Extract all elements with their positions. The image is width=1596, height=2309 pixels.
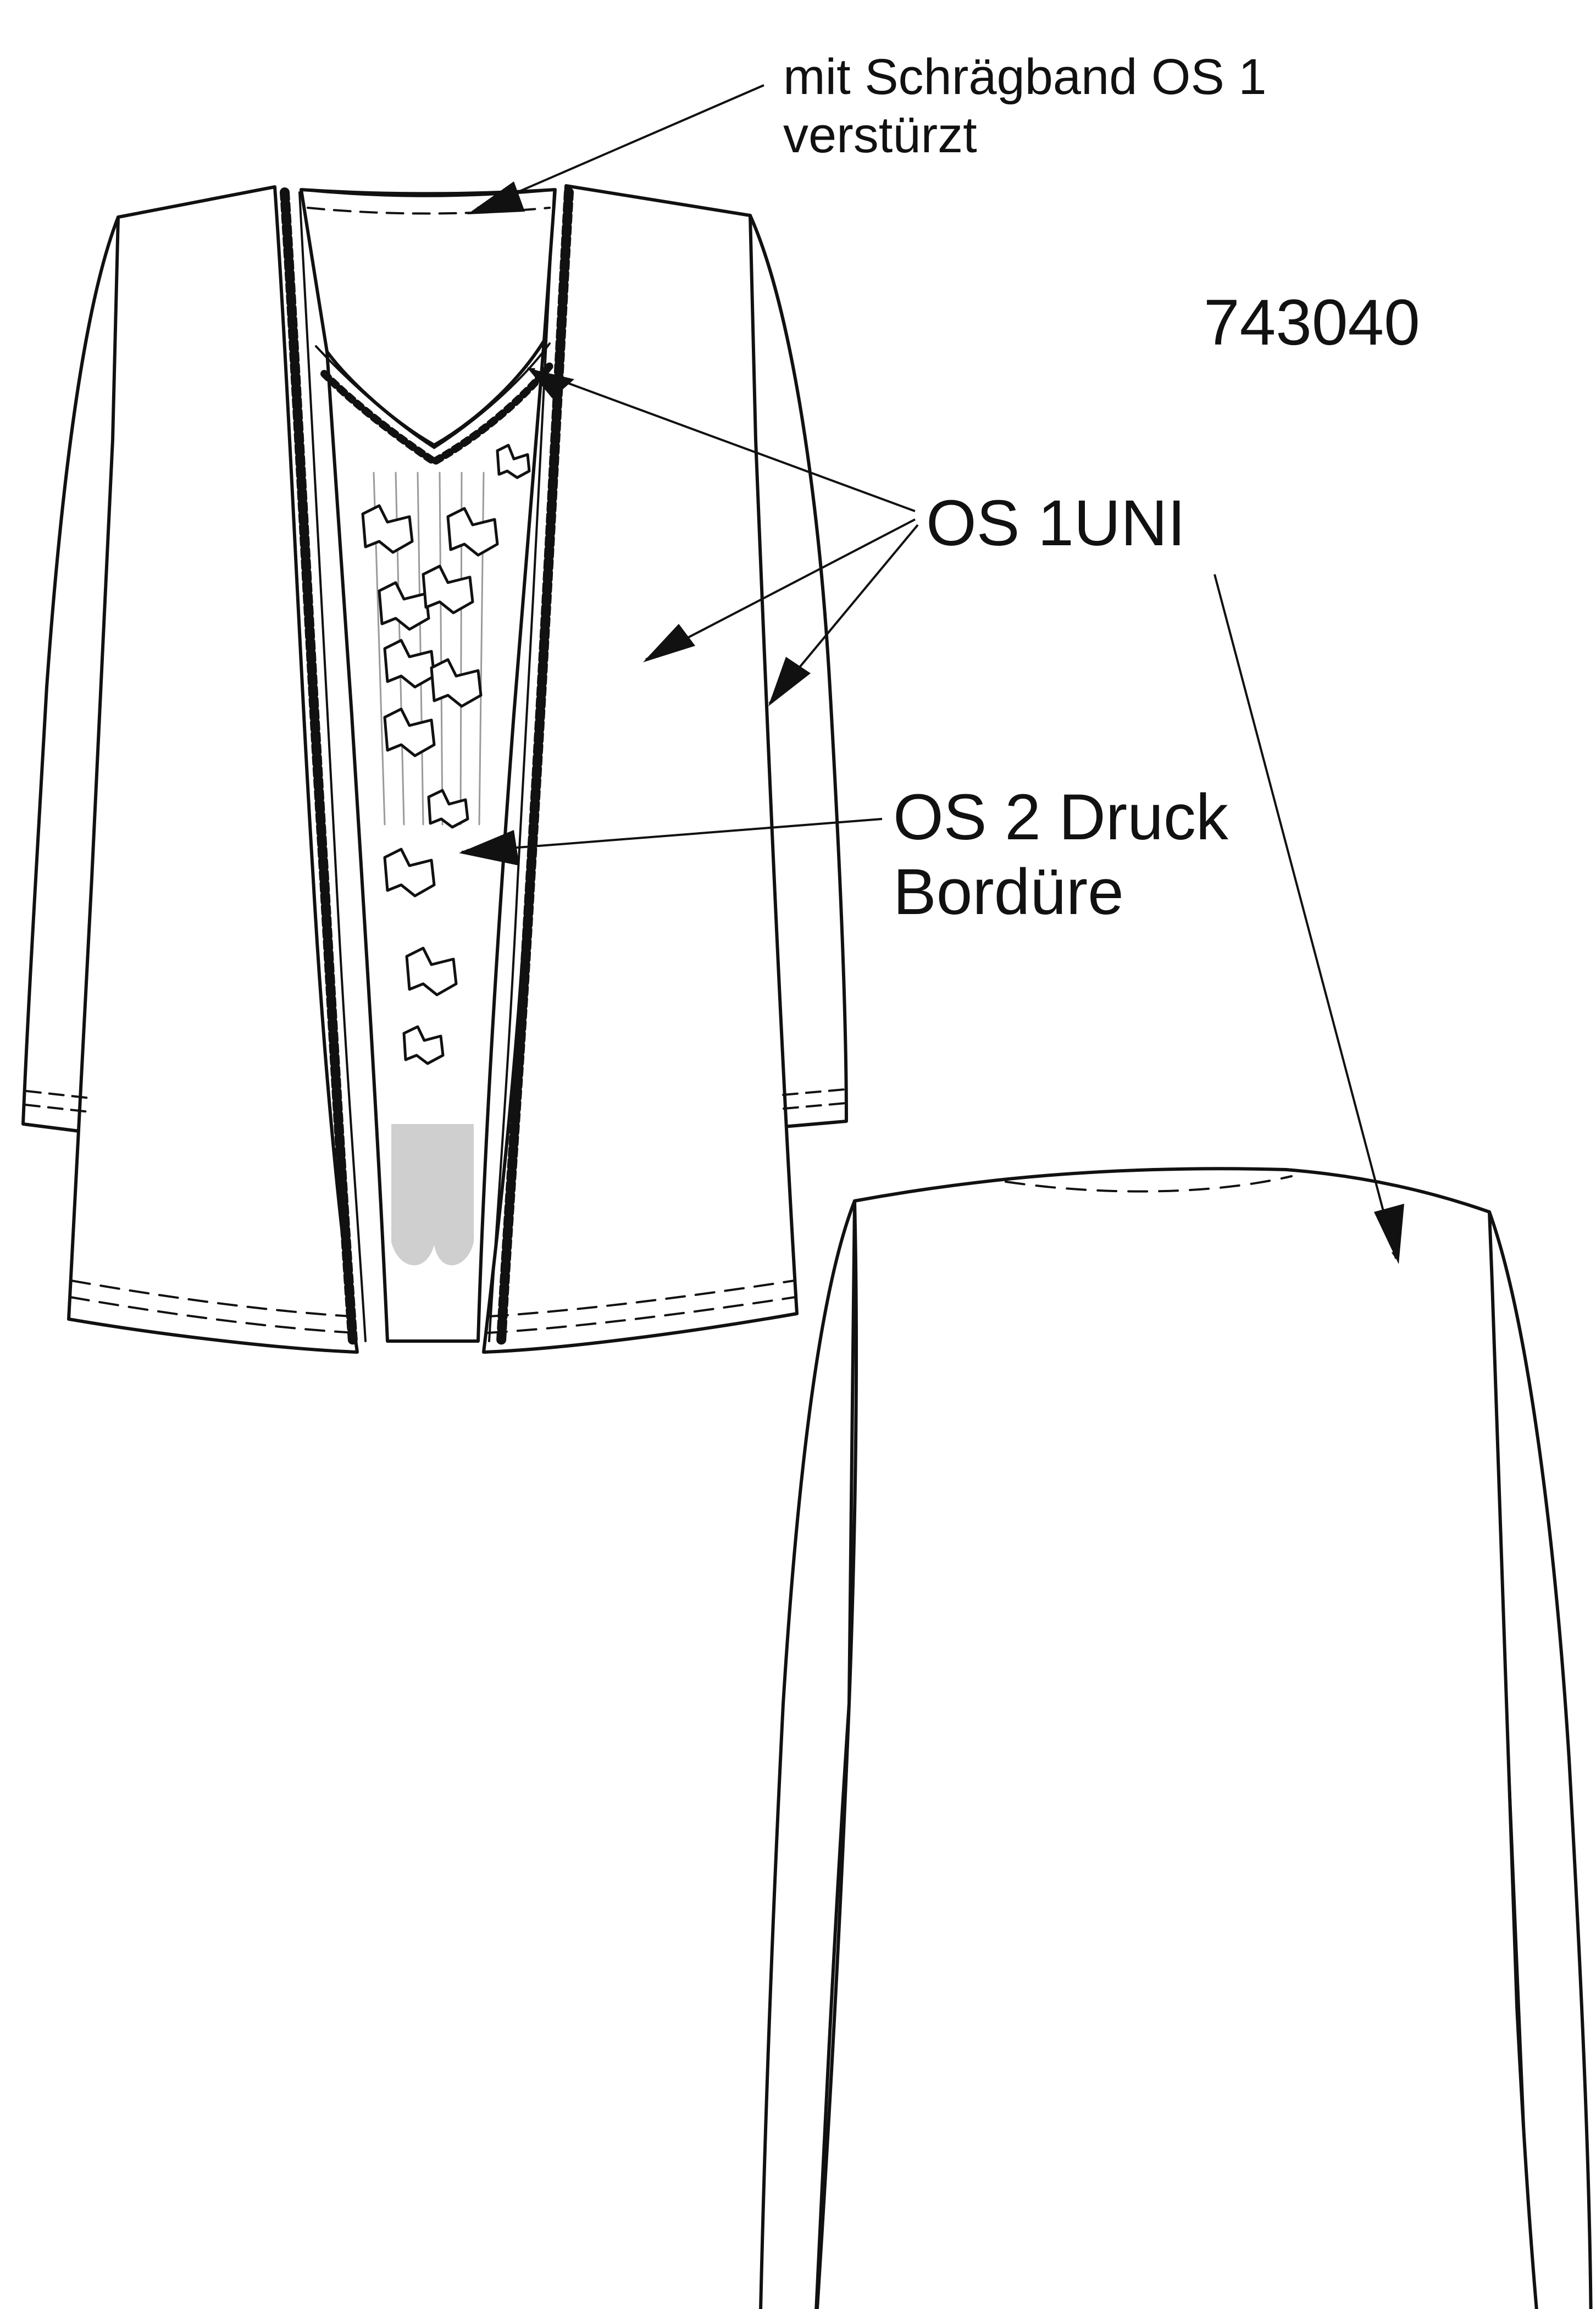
print-motif <box>446 507 499 557</box>
front-neck-binding-stitch <box>307 207 551 215</box>
front-vneck-trim <box>320 359 556 467</box>
front-left-panel <box>67 185 359 1354</box>
os1-label: OS 1UNI <box>926 487 1186 560</box>
back-body <box>815 1167 1538 2309</box>
front-view <box>21 184 848 1354</box>
print-motif <box>402 1025 445 1065</box>
print-motif <box>378 581 430 631</box>
callout-arrows <box>461 84 1397 1259</box>
front-right-cuff-stitch <box>782 1088 846 1096</box>
back-stitching <box>1005 1175 1293 1193</box>
print-motif <box>496 444 531 479</box>
print-motif <box>405 946 458 996</box>
front-left-cuff-stitch-2 <box>24 1104 91 1113</box>
front-print-panel <box>391 1124 474 1266</box>
style-number: 743040 <box>1204 286 1420 359</box>
print-motif <box>430 658 483 708</box>
front-left-placket-edge <box>298 191 367 1342</box>
arrowhead <box>528 368 574 398</box>
arrowhead <box>768 657 811 706</box>
arrow-os2 <box>461 818 883 854</box>
print-motif <box>383 707 436 757</box>
back-neck-stitch <box>1005 1175 1293 1193</box>
arrowhead <box>643 624 695 662</box>
arrow-binding <box>472 84 764 213</box>
arrowhead <box>459 830 519 866</box>
os2-label: OS 2 Druck Bordüre <box>893 780 1228 929</box>
os2-label-line2: Bordüre <box>893 855 1124 928</box>
print-motif <box>383 848 436 898</box>
front-left-placket-trim <box>280 187 358 1346</box>
arrowhead <box>1374 1204 1404 1264</box>
front-neck-binding <box>300 188 557 197</box>
back-left-sleeve <box>759 1199 856 2309</box>
front-print-motifs <box>361 444 531 1065</box>
back-right-sleeve <box>1488 1210 1593 2309</box>
print-motif <box>422 564 474 614</box>
callout-arrowheads <box>459 181 1404 1264</box>
front-right-hem-stitch-2 <box>487 1296 796 1334</box>
arrowhead <box>467 181 525 214</box>
front-right-hem-stitch <box>488 1280 795 1317</box>
print-motif <box>427 789 469 829</box>
arrow-os1-panel <box>645 518 916 661</box>
os2-label-line1: OS 2 Druck <box>893 781 1228 854</box>
front-vneck-trim-inner <box>315 342 551 450</box>
print-motif <box>361 504 414 554</box>
arrow-os1-back <box>1213 574 1397 1259</box>
arrow-os1-neck <box>527 367 916 512</box>
back-view <box>759 1167 1593 2309</box>
binding-note: mit Schrägband OS 1 verstürzt <box>783 48 1267 165</box>
front-left-cuff-stitch <box>25 1090 92 1099</box>
front-left-hem-stitch-2 <box>69 1296 356 1334</box>
front-left-hem-stitch <box>70 1280 353 1317</box>
front-right-cuff-stitch-2 <box>783 1102 847 1110</box>
binding-note-line2: verstürzt <box>783 107 977 163</box>
binding-note-line1: mit Schrägband OS 1 <box>783 49 1267 105</box>
